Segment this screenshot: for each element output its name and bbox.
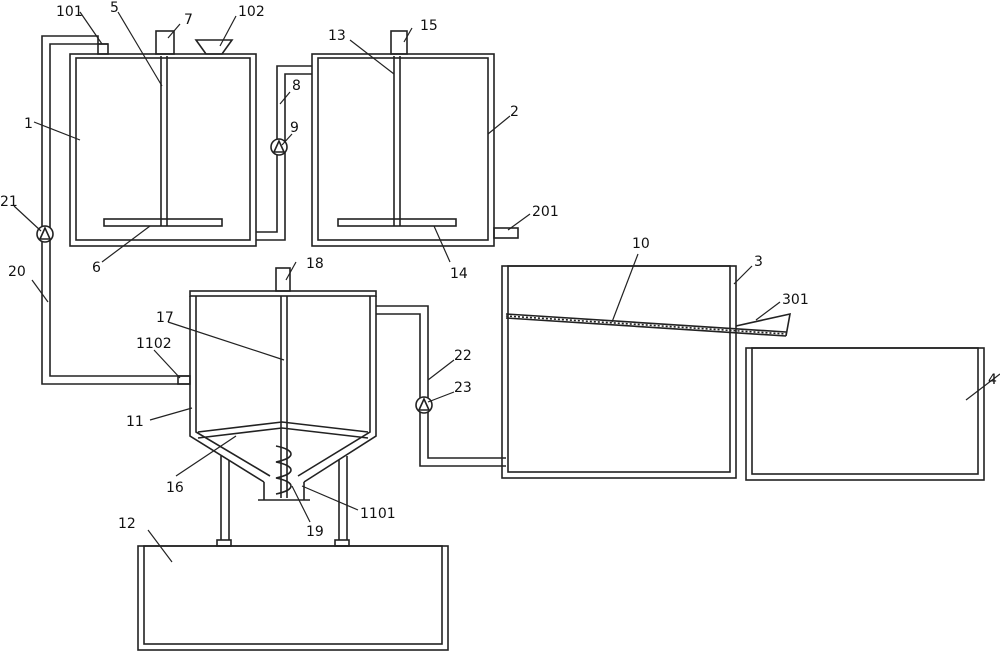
box-3 (501, 265, 792, 479)
label-18: 18 (306, 256, 324, 272)
label-17: 17 (156, 310, 174, 326)
label-5: 5 (110, 0, 119, 16)
tank-1 (69, 30, 257, 247)
label-23: 23 (454, 380, 472, 396)
label-16: 16 (166, 480, 184, 496)
label-19: 19 (306, 524, 324, 540)
tank-4 (745, 347, 985, 481)
label-22: 22 (454, 348, 472, 364)
tank-2 (311, 30, 519, 247)
tank-12 (137, 545, 449, 651)
label-15: 15 (420, 18, 438, 34)
label-1101: 1101 (360, 506, 396, 522)
label-6: 6 (92, 260, 101, 276)
label-201: 201 (532, 204, 559, 220)
label-10: 10 (632, 236, 650, 252)
label-101: 101 (56, 4, 83, 20)
leader-lines (13, 11, 1000, 563)
label-102: 102 (238, 4, 265, 20)
pipe-8 (256, 65, 312, 241)
label-3: 3 (754, 254, 763, 270)
label-12: 12 (118, 516, 136, 532)
pipe-22 (376, 305, 506, 467)
label-13: 13 (328, 28, 346, 44)
label-1: 1 (24, 116, 33, 132)
label-14: 14 (450, 266, 468, 282)
label-11: 11 (126, 414, 144, 430)
reactor-11 (177, 267, 377, 547)
label-20: 20 (8, 264, 26, 280)
label-8: 8 (292, 78, 301, 94)
label-9: 9 (290, 120, 299, 136)
label-2: 2 (510, 104, 519, 120)
label-7: 7 (184, 12, 193, 28)
label-21: 21 (0, 194, 18, 210)
label-4: 4 (988, 372, 997, 388)
label-1102: 1102 (136, 336, 172, 352)
part-labels: 101 5 7 102 13 15 1 8 9 2 21 201 6 14 20… (0, 0, 997, 540)
label-301: 301 (782, 292, 809, 308)
